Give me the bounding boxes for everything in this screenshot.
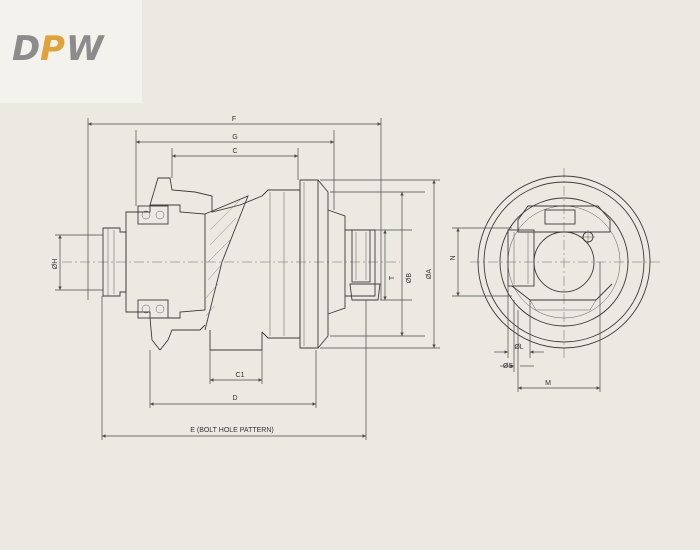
logo-letter-d: D: [12, 29, 40, 69]
flange-rim-circle: [483, 181, 645, 343]
end-dimensions: N ØL ØS M: [450, 227, 601, 392]
dim-label-a: ØA: [426, 269, 433, 279]
right-hub: [327, 209, 346, 315]
right-flange: [299, 179, 319, 349]
shaft-key: [351, 229, 371, 283]
logo-panel: D P W: [0, 0, 142, 103]
end-view: [470, 168, 660, 360]
right-shaft: [345, 229, 376, 297]
shaft-nut: [349, 283, 381, 301]
shaft-flat-block: [507, 229, 535, 287]
dim-label-c: C: [232, 148, 237, 155]
outer-flange-circle: [477, 175, 651, 349]
dim-label-h: ØH: [52, 259, 59, 270]
dpw-logo: D P W: [12, 29, 105, 69]
section-hatch: [204, 195, 249, 331]
right-flange-taper: [317, 179, 329, 349]
dim-label-b: ØB: [406, 273, 413, 283]
dim-label-e: E (BOLT HOLE PATTERN): [190, 427, 274, 434]
dim-label-t: T: [389, 275, 396, 280]
logo-letter-w: W: [66, 29, 105, 69]
dim-label-f: F: [232, 116, 236, 123]
dim-label-m: M: [545, 380, 551, 387]
roller-body: [261, 189, 301, 339]
lower-bearing: [137, 299, 169, 319]
roller-circle: [499, 197, 629, 327]
lower-bracket: [511, 283, 613, 301]
side-dimensions: F G C C1 D E (BOLT HOLE PATTERN) ØH T ØB: [52, 116, 440, 440]
logo-letter-p: P: [40, 29, 65, 69]
dim-label-g: G: [232, 134, 237, 141]
dim-label-n: N: [450, 255, 457, 260]
bottom-flange-profile: [149, 317, 206, 351]
top-flange-profile: [149, 177, 263, 213]
dim-label-d: D: [232, 395, 237, 402]
dim-label-c1: C1: [236, 372, 245, 379]
dim-label-l: ØL: [514, 344, 523, 351]
upper-bracket: [517, 205, 611, 233]
side-view: [62, 177, 400, 351]
upper-bearing: [137, 205, 169, 225]
lower-tread: [209, 330, 263, 351]
dim-label-s: ØS: [503, 363, 513, 370]
upper-bracket-slot: [544, 209, 576, 225]
